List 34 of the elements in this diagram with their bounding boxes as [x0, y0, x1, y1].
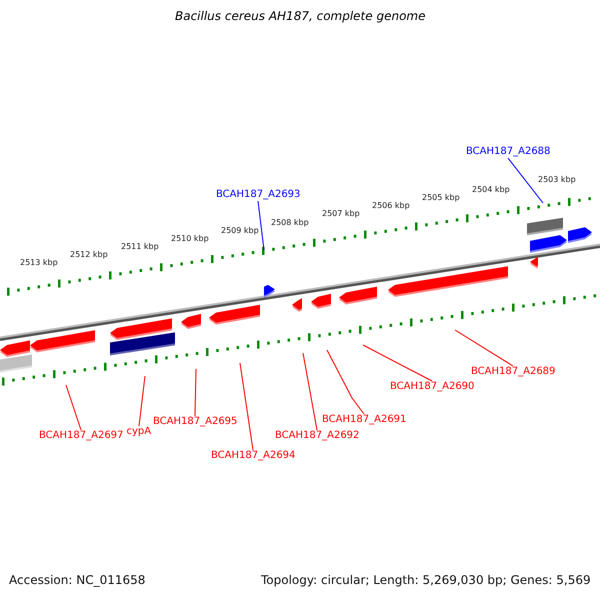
scale-label: 2512 kbp: [70, 248, 108, 261]
footer-text: Accession: NC_011658: [9, 574, 146, 586]
leader-line: [508, 158, 544, 204]
leader-line: [66, 384, 82, 430]
title: Bacillus cereus AH187, complete genome: [175, 10, 426, 22]
leader-line: [362, 344, 432, 382]
gene-label: BCAH187_A2689: [471, 366, 556, 378]
leader-line: [194, 368, 196, 416]
gene-label: BCAH187_A2688: [466, 146, 550, 158]
gene-label: BCAH187_A2691: [322, 414, 406, 426]
leader-line: [326, 350, 364, 414]
gene-label: BCAH187_A2697: [39, 430, 124, 442]
gene-label: cypA: [126, 426, 152, 438]
scale-label: 2504 kbp: [472, 184, 510, 196]
scale-label: 2503 kbp: [538, 174, 576, 186]
scale-label: 2510 kbp: [171, 232, 209, 245]
scale-label: 2513 kbp: [20, 256, 58, 269]
scale-label: 2506 kbp: [372, 200, 410, 212]
gene-label: BCAH187_A2693: [216, 189, 300, 201]
scale-label: 2505 kbp: [422, 192, 460, 204]
gene-label: BCAH187_A2692: [275, 430, 360, 442]
scale-label: 2507 kbp: [322, 208, 360, 220]
gene-label: BCAH187_A2695: [153, 416, 238, 428]
leader-line: [240, 362, 254, 450]
scale-label: 2511 kbp: [121, 240, 159, 253]
footer-text: Topology: circular; Length: 5,269,030 bp; Genes: 5,569: [261, 574, 591, 586]
scale-label: 2509 kbp: [221, 224, 259, 237]
gene-label: BCAH187_A2690: [390, 381, 474, 393]
leader-line: [138, 376, 146, 426]
leader-line: [258, 200, 264, 250]
leader-line: [454, 330, 514, 366]
gene-label: BCAH187_A2694: [211, 450, 296, 462]
scale-label: 2508 kbp: [271, 216, 309, 229]
leader-line: [302, 352, 318, 430]
